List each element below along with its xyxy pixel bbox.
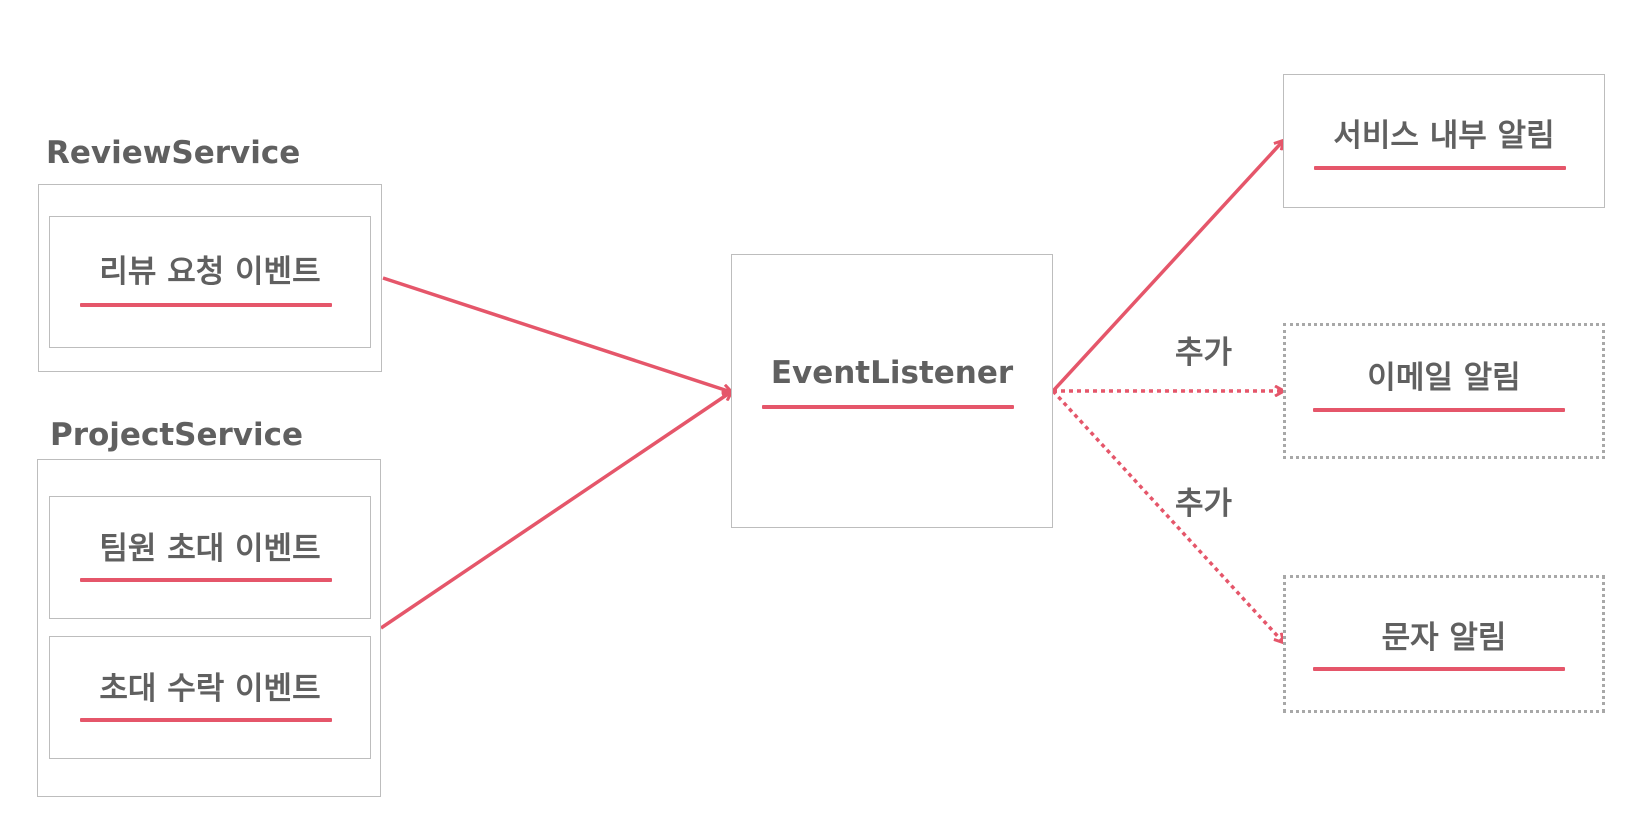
review-service-container: 리뷰 요청 이벤트: [38, 184, 382, 372]
sms-notification-underline: [1313, 667, 1565, 671]
email-notification-underline: [1313, 408, 1565, 412]
review-request-event-label: 리뷰 요청 이벤트: [99, 254, 321, 290]
member-invite-event-label: 팀원 초대 이벤트: [99, 531, 321, 567]
sms-connector-label: 추가: [1175, 486, 1233, 522]
project-service-container: 팀원 초대 이벤트 초대 수락 이벤트: [37, 459, 381, 797]
review-service-title: ReviewService: [46, 135, 301, 171]
sms-notification-box: 문자 알림: [1283, 575, 1605, 713]
arrow-project-to-listener: [380, 392, 731, 630]
review-request-event-box: 리뷰 요청 이벤트: [49, 216, 371, 348]
sms-notification-label: 문자 알림: [1381, 620, 1507, 656]
member-invite-event-box: 팀원 초대 이벤트: [49, 496, 371, 619]
event-listener-box: EventListener: [731, 254, 1053, 528]
arrow-listener-to-sms: [1051, 389, 1283, 642]
member-invite-event-underline: [80, 578, 332, 582]
internal-notification-box: 서비스 내부 알림: [1283, 74, 1605, 208]
event-listener-underline: [762, 405, 1014, 409]
event-listener-label: EventListener: [770, 355, 1014, 391]
invite-accept-event-label: 초대 수락 이벤트: [99, 671, 321, 707]
internal-notification-label: 서비스 내부 알림: [1333, 118, 1555, 154]
review-request-event-underline: [80, 303, 332, 307]
arrow-listener-to-internal: [1051, 141, 1283, 393]
arrow-review-to-listener: [382, 276, 731, 392]
email-connector-label: 추가: [1175, 335, 1233, 371]
internal-notification-underline: [1314, 166, 1566, 170]
invite-accept-event-underline: [80, 718, 332, 722]
email-notification-box: 이메일 알림: [1283, 323, 1605, 459]
project-service-title: ProjectService: [50, 417, 304, 453]
email-notification-label: 이메일 알림: [1367, 360, 1521, 396]
invite-accept-event-box: 초대 수락 이벤트: [49, 636, 371, 759]
